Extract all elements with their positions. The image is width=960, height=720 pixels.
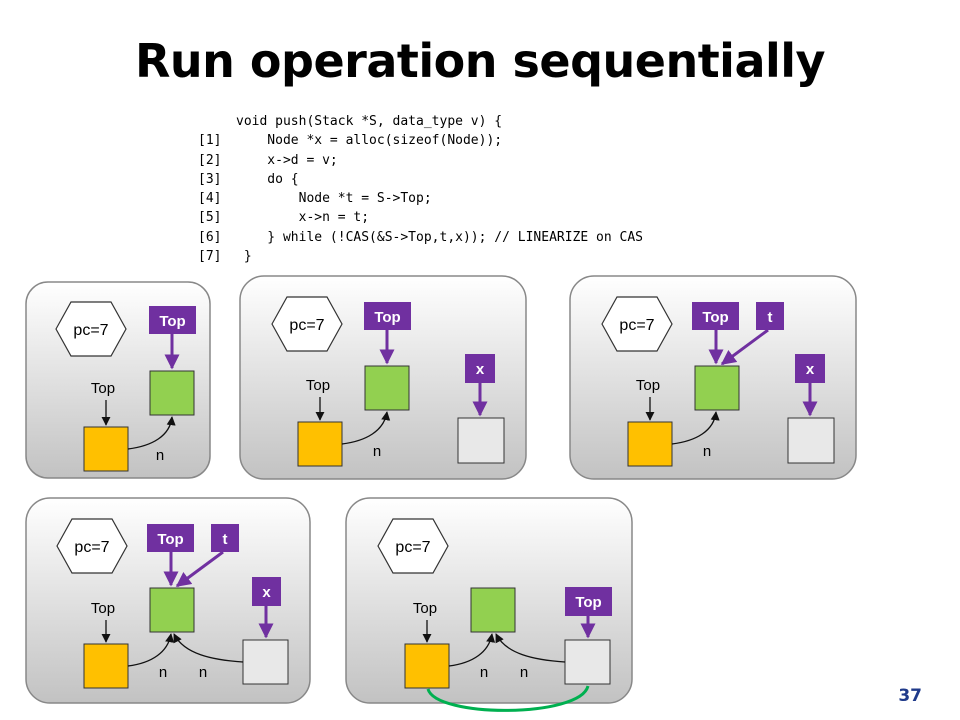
code-line-number: [3] — [198, 171, 222, 187]
code-line-text: } — [236, 249, 252, 265]
code-line: [2] x->d = v; — [198, 151, 643, 170]
green-node — [470, 587, 516, 633]
code-line: [1] Node *x = alloc(sizeof(Node)); — [198, 131, 643, 150]
top-label: Top — [636, 377, 660, 394]
top-badge-label: Top — [159, 313, 185, 330]
code-line-number: [6] — [198, 229, 222, 245]
top-badge-label: Top — [157, 531, 183, 548]
panel-3: pc=7 Top t x Top n — [569, 275, 857, 480]
code-line-text: } while (!CAS(&S->Top,t,x)); // LINEARIZ… — [236, 229, 643, 245]
pc-label: pc=7 — [74, 539, 109, 556]
x-badge-label: x — [476, 361, 485, 378]
new-node — [564, 639, 611, 685]
next-link-arrow — [341, 411, 391, 445]
pc-hexagon — [271, 296, 343, 352]
top-badge-label: Top — [702, 309, 728, 326]
yellow-node — [83, 426, 129, 472]
next-label: n — [373, 443, 381, 460]
x-badge — [465, 354, 495, 383]
code-line: [5] x->n = t; — [198, 208, 643, 227]
next-label: n — [156, 447, 164, 464]
pc-hexagon — [601, 296, 673, 352]
next-link-arrow — [127, 633, 175, 667]
page-number: 37 — [898, 686, 922, 706]
code-line-number: [2] — [198, 152, 222, 168]
code-line-text: Node *x = alloc(sizeof(Node)); — [236, 133, 503, 149]
code-line: [6] } while (!CAS(&S->Top,t,x)); // LINE… — [198, 228, 643, 247]
code-line: [3] do { — [198, 170, 643, 189]
t-pointer-arrow — [175, 550, 224, 588]
code-line-number: [7] — [198, 249, 222, 265]
x-badge — [795, 354, 825, 383]
code-line-text: x->d = v; — [236, 152, 338, 168]
slide-title: Run operation sequentially — [134, 34, 826, 88]
yellow-node — [297, 421, 343, 467]
top-badge — [147, 524, 194, 552]
code-line: void push(Stack *S, data_type v) { — [198, 112, 643, 131]
x-badge-label: x — [806, 361, 815, 378]
t-badge-label: t — [768, 309, 773, 326]
next-link-arrow — [671, 411, 720, 445]
code-line: [7] } — [198, 247, 643, 266]
next-label: n — [159, 664, 167, 681]
new-node — [242, 639, 289, 685]
top-badge — [565, 587, 612, 616]
t-badge — [211, 524, 239, 552]
panel-1: pc=7 Top Top n — [25, 281, 211, 479]
top-badge — [364, 302, 411, 330]
green-node — [364, 365, 410, 411]
top-label: Top — [91, 380, 115, 397]
new-next-link-arrow — [495, 633, 566, 663]
next-link-arrow — [448, 633, 496, 667]
pc-hexagon — [56, 518, 128, 574]
code-line-text: void push(Stack *S, data_type v) { — [236, 114, 503, 129]
panel-4: pc=7 Top t x Top n n — [25, 497, 311, 704]
x-badge — [252, 577, 281, 606]
x-badge-label: x — [262, 584, 271, 601]
top-badge — [692, 302, 739, 330]
code-line-number: [1] — [198, 133, 222, 149]
next-label: n — [480, 664, 488, 681]
new-next-link-arrow — [173, 633, 244, 663]
t-pointer-arrow — [720, 328, 769, 366]
top-label: Top — [91, 600, 115, 617]
code-block: void push(Stack *S, data_type v) { [1] No… — [198, 112, 643, 266]
code-line: [4] Node *t = S->Top; — [198, 189, 643, 208]
yellow-node — [404, 643, 450, 689]
new-node — [787, 417, 835, 464]
next-link-arrow — [127, 416, 176, 450]
pc-label: pc=7 — [289, 317, 324, 334]
panel-5: pc=7 Top Top n n — [345, 497, 633, 712]
pc-hexagon — [55, 301, 127, 357]
next-label: n — [199, 664, 207, 681]
code-line-text: do { — [236, 171, 299, 187]
pc-hexagon — [377, 518, 449, 574]
yellow-node — [83, 643, 129, 689]
pc-label: pc=7 — [73, 322, 108, 339]
green-node — [149, 587, 195, 633]
pc-label: pc=7 — [619, 317, 654, 334]
new-node — [457, 417, 505, 464]
green-node — [694, 365, 740, 411]
t-badge — [756, 302, 784, 330]
code-line-number: [4] — [198, 191, 222, 207]
next-label: n — [703, 443, 711, 460]
panel-2: pc=7 Top x Top n — [239, 275, 527, 480]
next-label: n — [520, 664, 528, 681]
top-badge — [149, 306, 196, 334]
top-label: Top — [306, 377, 330, 394]
top-label: Top — [413, 600, 437, 617]
top-badge-label: Top — [575, 594, 601, 611]
yellow-node — [627, 421, 673, 467]
top-badge-label: Top — [374, 309, 400, 326]
pc-label: pc=7 — [395, 539, 430, 556]
green-node — [149, 370, 195, 416]
t-badge-label: t — [223, 531, 228, 548]
code-line-text: x->n = t; — [236, 210, 370, 226]
code-line-text: Node *t = S->Top; — [236, 191, 432, 207]
linearize-link — [426, 685, 590, 712]
code-line-number: [5] — [198, 210, 222, 226]
